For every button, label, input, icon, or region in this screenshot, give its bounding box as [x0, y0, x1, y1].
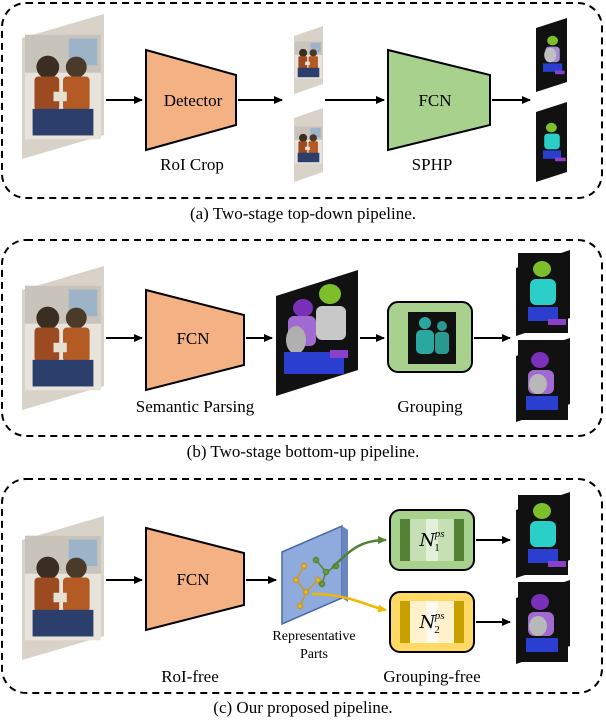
roi-free-label: RoI-free — [161, 667, 219, 686]
detector-block — [145, 48, 237, 152]
input-image-a — [22, 14, 104, 159]
detector-label: Detector — [164, 91, 223, 110]
module-2-label: N2 ps — [418, 610, 444, 636]
fcn-label-c: FCN — [176, 570, 209, 589]
caption-c: (c) Our proposed pipeline. — [213, 698, 392, 717]
output-mask-b1 — [516, 250, 570, 336]
caption-b: (b) Two-stage bottom-up pipeline. — [187, 442, 420, 461]
module-2-sub: 2 — [434, 624, 440, 636]
grouping-label: Grouping — [397, 397, 463, 416]
output-mask-c2 — [516, 580, 570, 664]
module-1-sub: 1 — [434, 542, 440, 554]
grouping-free-module-1 — [389, 509, 475, 571]
module-1-label: N1 ps — [418, 528, 444, 554]
grouping-free-module-2 — [389, 591, 475, 653]
output-mask-c1 — [516, 492, 570, 578]
semantic-parsing-label: Semantic Parsing — [136, 397, 255, 416]
representative-parts-label-2: Parts — [300, 647, 328, 662]
panel-a-frame — [1, 2, 603, 199]
module-2-symbol: N — [418, 612, 436, 633]
crop-image-top — [294, 26, 323, 94]
arrow-green-curve — [331, 536, 387, 569]
fcn-label-a: FCN — [418, 91, 451, 110]
semantic-mask — [276, 270, 358, 396]
input-image-b — [22, 266, 104, 410]
sphp-label: SPHP — [412, 155, 453, 174]
caption-a: (a) Two-stage top-down pipeline. — [190, 204, 416, 223]
representative-parts-label-1: Representative — [272, 629, 355, 644]
module-1-sup: ps — [434, 528, 445, 540]
fcn-label-b: FCN — [176, 329, 209, 348]
panel-b-frame — [1, 239, 603, 437]
fcn-block-b — [145, 288, 245, 392]
module-2-sup: ps — [434, 610, 445, 622]
panel-c-frame — [1, 478, 603, 694]
grouping-inner-image — [408, 312, 456, 364]
representative-parts-plane — [281, 524, 348, 626]
module-1-symbol: N — [418, 530, 436, 551]
grouping-free-label: Grouping-free — [383, 667, 480, 686]
output-mask-a1 — [536, 18, 567, 92]
fcn-block-c — [145, 526, 245, 632]
fcn-block-a — [387, 48, 491, 152]
output-mask-a2 — [536, 102, 567, 182]
input-image-c — [22, 516, 104, 660]
arrow-yellow-curve — [311, 592, 387, 613]
output-mask-b2 — [516, 338, 570, 422]
roi-crop-label: RoI Crop — [160, 155, 224, 174]
crop-image-bottom — [294, 108, 323, 182]
